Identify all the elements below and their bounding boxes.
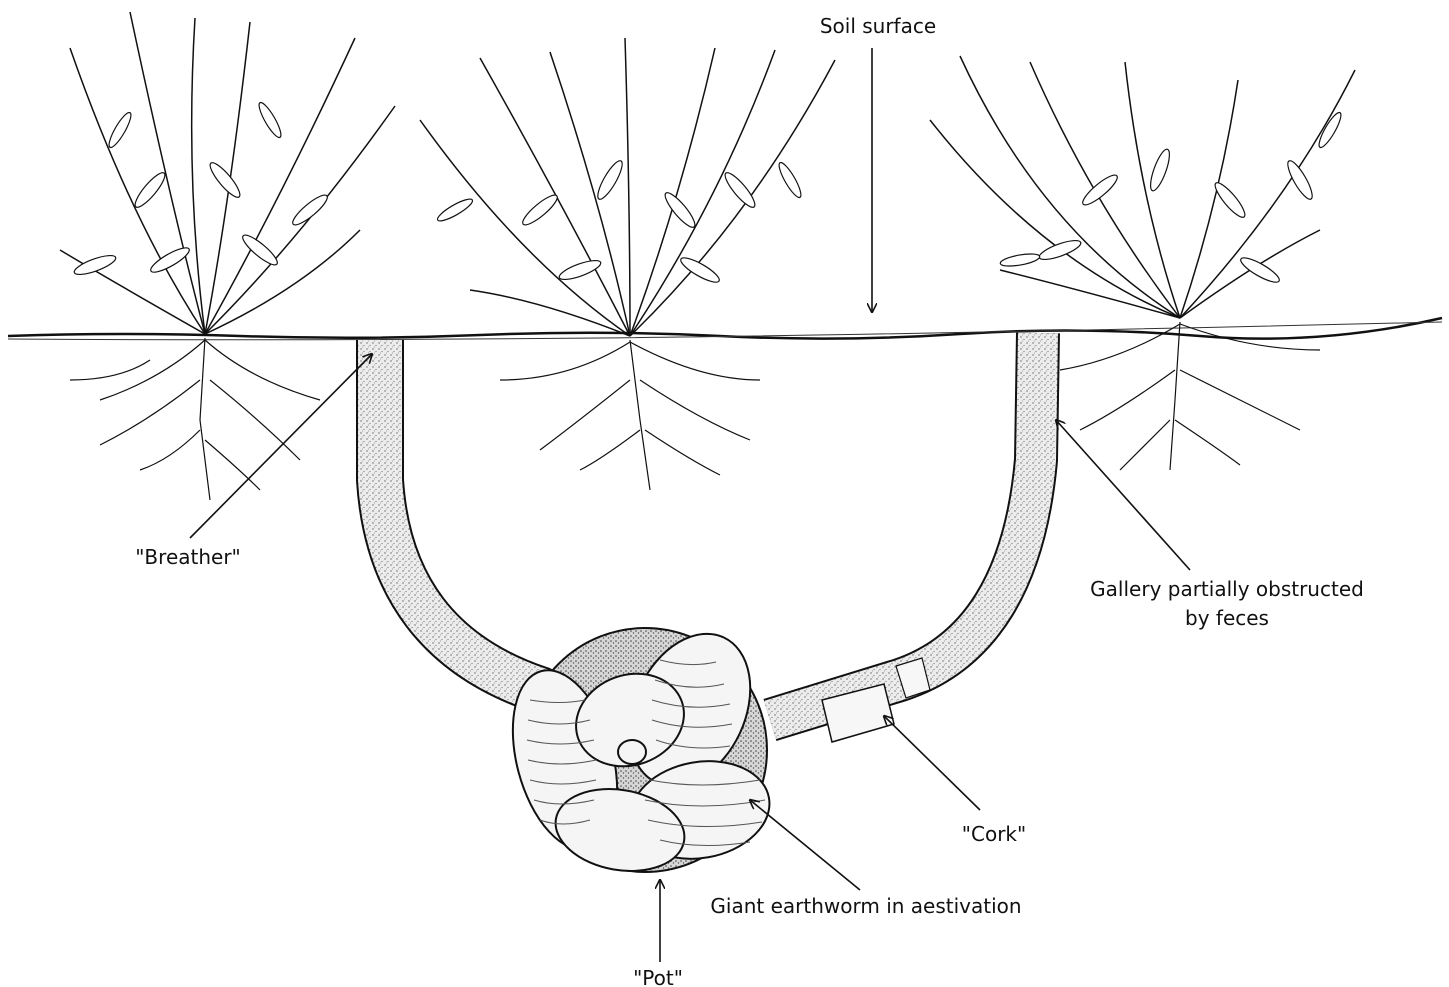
cork-label: "Cork" <box>962 822 1026 846</box>
breather-arrow <box>190 354 372 538</box>
earthworm-arrow <box>750 800 860 890</box>
soil-surface-line <box>8 318 1442 340</box>
gallery-label-line1: Gallery partially obstructed <box>1090 577 1364 601</box>
roots-right <box>1060 322 1320 470</box>
grass-clump-left <box>60 12 395 334</box>
roots-left <box>70 338 320 500</box>
breather-label: "Breather" <box>135 545 241 569</box>
roots-middle <box>500 340 760 490</box>
grass-clump-right <box>930 56 1355 318</box>
gallery-label-line2: by feces <box>1185 606 1269 630</box>
soil-surface-label: Soil surface <box>820 14 936 38</box>
pot-label: "Pot" <box>633 966 683 987</box>
grass-clump-middle <box>420 38 835 336</box>
earthworm-label: Giant earthworm in aestivation <box>710 894 1021 918</box>
cork-arrow <box>884 716 980 810</box>
gallery-arrow <box>1056 420 1190 570</box>
